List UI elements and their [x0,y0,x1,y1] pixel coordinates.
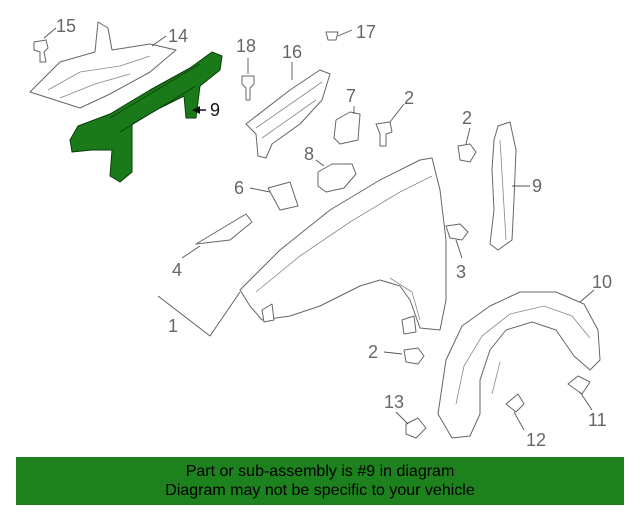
part-14-heat-shield[interactable] [29,21,177,109]
banner-line-1: Part or sub-assembly is #9 in diagram [185,463,455,480]
callout-8: 9 [532,176,542,196]
callout-4: 4 [172,260,182,280]
part-17-clip[interactable] [325,31,339,41]
part-11-retainer[interactable] [567,375,591,395]
part-12-retainer[interactable] [505,393,525,413]
part-3-bolt[interactable] [445,223,469,241]
part-7-pad[interactable] [317,163,357,193]
callout-6: 7 [346,86,356,106]
part-15-clip[interactable] [33,39,49,63]
part-4-molding[interactable] [195,213,253,245]
callout-5: 6 [234,178,244,198]
part-1-fender[interactable] [239,157,447,335]
part-9-bracket[interactable] [69,51,223,183]
callout-labels: 15 14 18 16 17 7 2 2 8 6 9 3 4 1 2 10 11… [56,16,612,450]
callout-11: 11 [588,410,607,430]
part-2-bolt-a[interactable] [375,121,393,147]
callout-7: 8 [304,144,314,164]
parts-diagram: 15 14 18 16 17 7 2 2 8 6 9 3 4 1 2 10 11… [29,16,612,450]
part-13-retainer[interactable] [405,417,427,439]
part-2-bolt-b[interactable] [457,143,477,163]
callout-13: 13 [384,392,404,412]
part-2-bolt-c[interactable] [403,347,425,365]
part-10-wheel-liner[interactable] [437,291,601,439]
callout-3: 3 [456,262,466,282]
callout-17: 17 [356,22,376,42]
callout-2-top: 2 [404,88,414,108]
callout-9: 9 [210,100,220,120]
part-18-bolt[interactable] [241,75,255,101]
callout-2-bottom: 2 [368,342,378,362]
callout-14: 14 [168,26,188,46]
callout-16: 16 [282,42,302,62]
leader-lines [43,27,595,431]
callout-1: 1 [168,316,178,336]
callout-10: 10 [592,272,612,292]
part-5-insulator[interactable] [267,181,299,211]
info-banner: Part or sub-assembly is #9 in diagram Di… [16,457,624,505]
part-8-bracket[interactable] [489,121,517,251]
callout-15: 15 [56,16,76,36]
part-6-bracket[interactable] [333,111,361,145]
banner-line-2: Diagram may not be specific to your vehi… [165,482,475,499]
callout-18: 18 [236,36,256,56]
callout-12: 12 [526,430,546,450]
callout-2-right: 2 [462,108,472,128]
part-16-apron-reinforcement[interactable] [245,69,331,159]
